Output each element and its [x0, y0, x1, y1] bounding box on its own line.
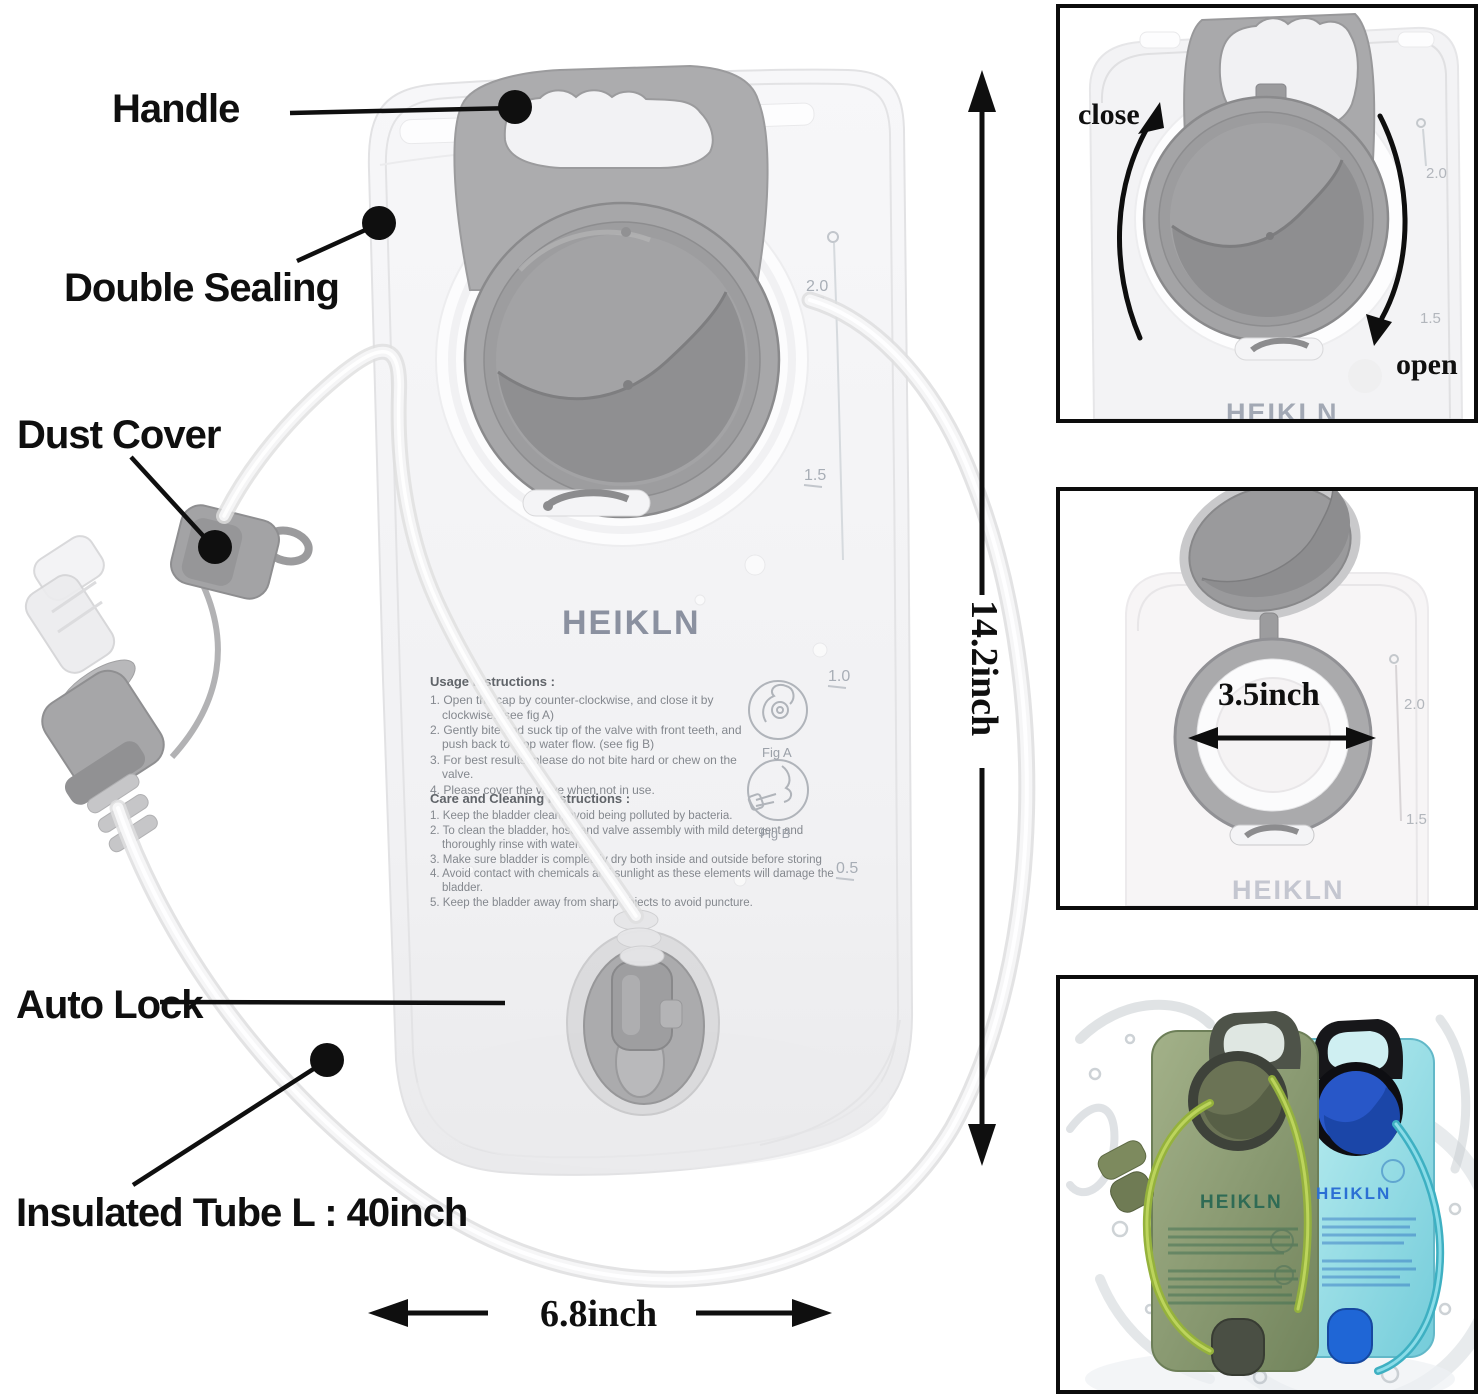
bite-valve	[24, 535, 116, 674]
inset-opening-scale-2_0: 2.0	[1404, 696, 1425, 713]
care-item: 5. Keep the bladder away from sharp obje…	[430, 897, 753, 910]
handle-label: Handle	[112, 87, 240, 131]
usage-instructions: Usage Instructions : 1. Open the cap by …	[430, 674, 752, 798]
mouthpiece-assembly	[24, 504, 313, 853]
rotation-arrows	[1117, 102, 1408, 346]
green-mouthpiece	[1097, 1140, 1154, 1213]
inset-cap-art	[1088, 12, 1464, 419]
usage-item: 3. For best results, please do not bite …	[430, 752, 737, 782]
fig-b-label: Fig B	[760, 826, 791, 841]
inset-opening: 3.5inch 2.0 1.5 HEIKLN	[1056, 487, 1478, 910]
inset-cap	[1142, 83, 1390, 361]
inset-cap-scale-2_0: 2.0	[1426, 165, 1447, 182]
care-item: 4. Avoid contact with chemicals and sunl…	[430, 868, 834, 895]
scale-mark-2_0: 2.0	[806, 278, 829, 295]
handle-grip-hole	[503, 89, 714, 169]
usage-item: 1. Open the cap by counter-clockwise, an…	[430, 693, 714, 722]
width-dimension-text: 6.8inch	[540, 1293, 658, 1335]
screw-cap	[463, 201, 781, 519]
height-dimension-text: 14.2inch	[963, 600, 1005, 737]
care-item: 1. Keep the bladder clean, avoid being p…	[430, 810, 733, 823]
diameter-arrow	[1188, 727, 1376, 749]
fig-a-label: Fig A	[762, 745, 792, 760]
inset-opening-brand: HEIKLN	[1232, 875, 1345, 905]
care-title: Care and Cleaning Instructions :	[430, 791, 631, 806]
dust-cover-label: Dust Cover	[17, 413, 221, 457]
mouthpiece-body	[41, 659, 165, 853]
scale-mark-1_5: 1.5	[804, 467, 827, 484]
dust-cover-leash	[169, 583, 221, 760]
open-label: open	[1396, 348, 1458, 381]
insulated-tube-label: Insulated Tube L : 40inch	[16, 1191, 468, 1235]
blue-valve	[1327, 1308, 1373, 1364]
blue-bladder-brand: HEIKLN	[1316, 1184, 1392, 1203]
auto-lock-label: Auto Lock	[16, 983, 204, 1027]
green-valve	[1211, 1318, 1265, 1376]
close-label: close	[1078, 98, 1140, 131]
scale-mark-1_0: 1.0	[828, 668, 851, 685]
usage-item: 2. Gently bite and suck tip of the valve…	[430, 723, 742, 752]
green-bladder	[1097, 1011, 1319, 1376]
blue-bladder	[1287, 1019, 1445, 1375]
inset-cap-brand: HEIKLN	[1226, 398, 1339, 423]
inset-photo-art	[1066, 999, 1474, 1390]
inset-cap-rotation: close open 2.0 1.5 HEIKLN	[1056, 4, 1478, 423]
care-item: 3. Make sure bladder is completely dry b…	[430, 853, 822, 866]
double-sealing-label: Double Sealing	[64, 266, 340, 310]
opened-cap-disc	[1179, 491, 1361, 620]
inset-opening-art	[1124, 491, 1429, 906]
usage-title: Usage Instructions :	[430, 674, 555, 689]
cap-hook-slot	[522, 489, 651, 517]
opening-diameter-text: 3.5inch	[1218, 677, 1320, 713]
care-item: 2. To clean the bladder, hose and valve …	[430, 825, 804, 851]
care-instructions: Care and Cleaning Instructions : 1. Keep…	[430, 791, 860, 912]
dust-cover-part	[170, 504, 313, 600]
inset-color-photo: HEIKLN HEIKLN	[1056, 975, 1478, 1394]
bladder-logo: HEIKLN	[562, 604, 701, 642]
inset-cap-scale-1_5: 1.5	[1420, 310, 1441, 327]
inset-opening-scale-1_5: 1.5	[1406, 811, 1427, 828]
green-bladder-brand: HEIKLN	[1200, 1192, 1283, 1213]
valve-ribbed-connector	[613, 909, 665, 967]
